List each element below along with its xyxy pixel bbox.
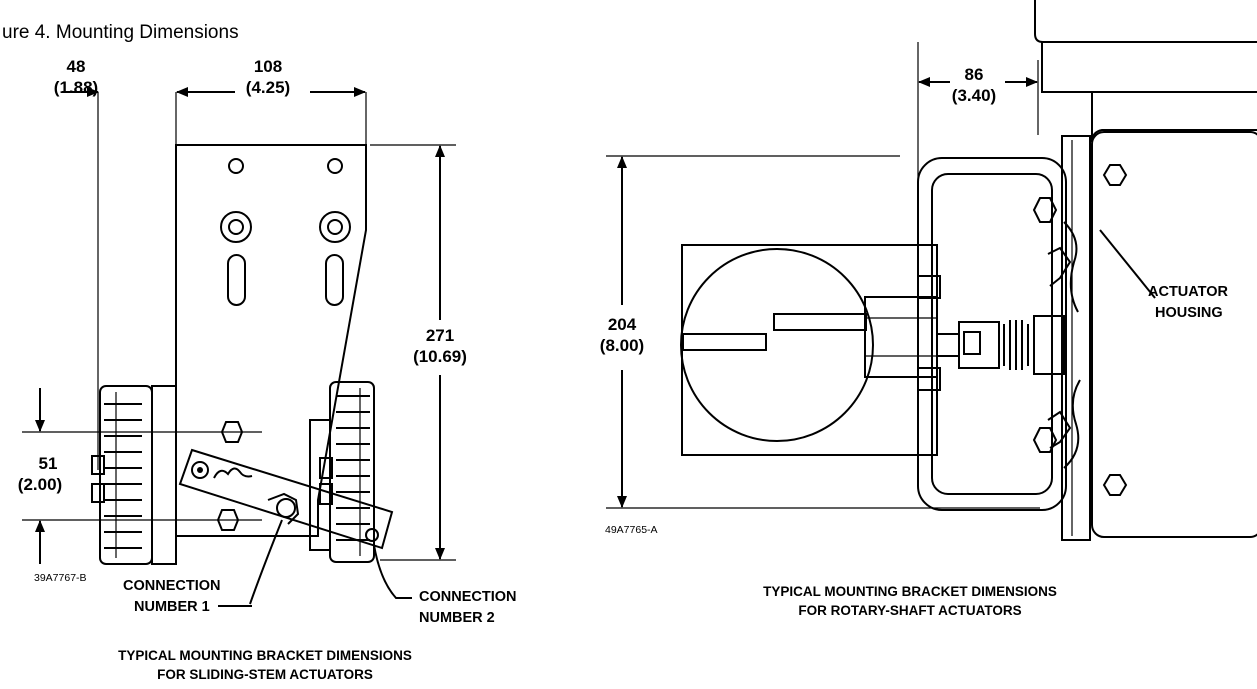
coupling-spring xyxy=(1003,320,1029,370)
leader-connection-1 xyxy=(249,519,283,605)
bracket-bolt-upper xyxy=(917,275,941,299)
shaft-coupling xyxy=(958,321,1000,369)
actuator-housing-body xyxy=(1091,131,1257,538)
connection-1-label-line1: CONNECTION xyxy=(123,578,220,594)
drawing-code-right: 49A7765-A xyxy=(605,524,658,536)
housing-cutaway-upper xyxy=(1063,221,1079,313)
disk-slot-right xyxy=(773,313,867,331)
bracket-slot-right xyxy=(325,254,344,306)
left-coil xyxy=(91,385,177,565)
dim-48-in: (1.88) xyxy=(54,78,98,97)
actuator-housing-label-line2: HOUSING xyxy=(1155,305,1223,321)
figure-title: ure 4. Mounting Dimensions xyxy=(2,22,239,43)
sliding-stem-drawing: 48 (1.88) 108 (4.25) 271 (10.69) 51 (2.0… xyxy=(18,57,517,682)
connection-2-label-line2: NUMBER 2 xyxy=(419,610,495,626)
bracket-hole-top-right xyxy=(327,158,343,174)
bracket-hex-upper xyxy=(1032,197,1058,223)
drawing-code-left: 39A7767-B xyxy=(34,572,87,584)
connection-lever xyxy=(178,448,394,550)
rotary-shaft-drawing: 86 (3.40) 204 (8.00) 49A7765-A ACTUATOR … xyxy=(600,0,1257,618)
connection-2-point xyxy=(365,528,379,542)
bracket-slot-left xyxy=(227,254,246,306)
bracket-countersink-right xyxy=(319,211,351,243)
connection-2-label-line1: CONNECTION xyxy=(419,589,516,605)
bracket-hex-lower xyxy=(1032,427,1058,453)
bracket-plate xyxy=(175,144,367,537)
dim-51: 51 xyxy=(39,454,58,473)
caption-sliding-line1: TYPICAL MOUNTING BRACKET DIMENSIONS xyxy=(118,648,412,663)
hex-nut-upper xyxy=(220,421,244,443)
dim-204: 204 xyxy=(608,315,637,334)
actuator-housing-flange xyxy=(1061,135,1091,541)
dim-108: 108 xyxy=(254,57,282,76)
valve-disk xyxy=(680,248,874,442)
connection-1-point xyxy=(276,498,296,518)
leader-connection-2 xyxy=(373,544,412,599)
housing-bolt-top xyxy=(1102,164,1128,186)
housing-bolt-bottom xyxy=(1102,474,1128,496)
shaft-stub xyxy=(936,333,960,357)
leader-actuator-housing xyxy=(1099,229,1156,299)
disk-slot-left xyxy=(682,333,767,351)
hex-nut-lower xyxy=(216,509,240,531)
caption-rotary-line2: FOR ROTARY-SHAFT ACTUATORS xyxy=(798,603,1021,618)
dim-86: 86 xyxy=(965,65,984,84)
rotary-bracket-outer xyxy=(917,157,1067,511)
dim-48: 48 xyxy=(67,57,86,76)
shaft-mount-block xyxy=(1033,315,1065,375)
dim-271-in: (10.69) xyxy=(413,347,467,366)
dim-108-in: (4.25) xyxy=(246,78,290,97)
dim-86-in: (3.40) xyxy=(952,86,996,105)
housing-cutaway-lower xyxy=(1063,379,1081,469)
dim-204-in: (8.00) xyxy=(600,336,644,355)
actuator-housing-label-line1: ACTUATOR xyxy=(1148,284,1229,300)
dim-271: 271 xyxy=(426,326,454,345)
connection-1-label-line2: NUMBER 1 xyxy=(134,599,210,615)
bracket-bolt-lower xyxy=(917,367,941,391)
rotary-bracket-inner xyxy=(931,173,1053,495)
housing-top-outline xyxy=(1034,0,1257,43)
bracket-countersink-left xyxy=(220,211,252,243)
caption-rotary-line1: TYPICAL MOUNTING BRACKET DIMENSIONS xyxy=(763,584,1057,599)
dim-51-in: (2.00) xyxy=(18,475,62,494)
caption-sliding-line2: FOR SLIDING-STEM ACTUATORS xyxy=(157,667,373,682)
bracket-hole-top-left xyxy=(228,158,244,174)
